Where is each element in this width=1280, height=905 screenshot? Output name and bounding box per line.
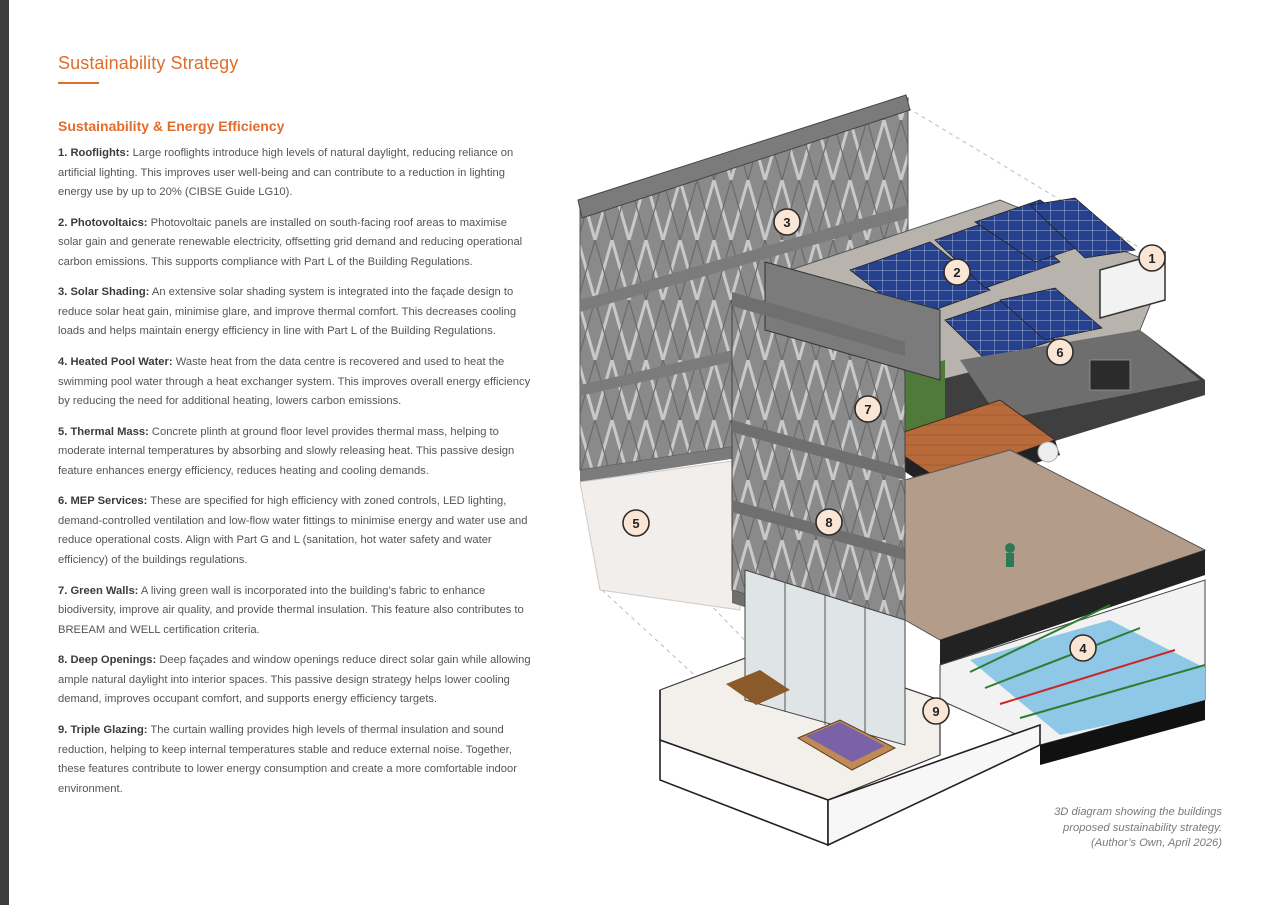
item-label: 6. MEP Services: bbox=[58, 495, 148, 508]
svg-text:1: 1 bbox=[1148, 251, 1155, 266]
marker-7: 7 bbox=[854, 395, 882, 423]
figure-caption: 3D diagram showing the buildings propose… bbox=[1054, 805, 1222, 852]
section-heading: Sustainability & Energy Efficiency bbox=[58, 118, 285, 134]
title-underline bbox=[58, 82, 99, 84]
strategy-item-green-walls: 7. Green Walls: A living green wall is i… bbox=[58, 582, 534, 641]
item-label: 8. Deep Openings: bbox=[58, 654, 157, 667]
caption-line: proposed sustainability strategy. bbox=[1063, 821, 1222, 834]
item-text: Large rooflights introduce high levels o… bbox=[58, 147, 514, 198]
caption-line: 3D diagram showing the buildings bbox=[1054, 806, 1222, 818]
svg-text:7: 7 bbox=[864, 402, 871, 417]
building-3d-diagram: 1 2 3 4 5 6 7 8 9 bbox=[560, 90, 1240, 850]
marker-5: 5 bbox=[622, 509, 650, 537]
svg-text:8: 8 bbox=[825, 515, 832, 530]
item-label: 5. Thermal Mass: bbox=[58, 425, 149, 438]
item-label: 4. Heated Pool Water: bbox=[58, 356, 173, 369]
item-label: 7. Green Walls: bbox=[58, 584, 139, 597]
item-label: 1. Rooflights: bbox=[58, 147, 130, 159]
svg-text:3: 3 bbox=[783, 215, 790, 230]
item-label: 2. Photovoltaics: bbox=[58, 216, 148, 229]
front-tower bbox=[731, 261, 941, 658]
item-text: An extensive solar shading system is int… bbox=[58, 286, 517, 338]
item-text: A living green wall is incorporated into… bbox=[58, 584, 524, 636]
strategy-item-deep-openings: 8. Deep Openings: Deep façades and windo… bbox=[58, 651, 534, 710]
item-text: These are specified for high efficiency … bbox=[58, 495, 528, 566]
strategy-item-solar-shading: 3. Solar Shading: An extensive solar sha… bbox=[58, 283, 534, 342]
marker-1: 1 bbox=[1138, 244, 1166, 272]
marker-3: 3 bbox=[773, 208, 801, 236]
svg-text:9: 9 bbox=[932, 704, 939, 719]
item-text: Deep façades and window openings reduce … bbox=[58, 654, 531, 706]
caption-credit: (Author’s Own, April 2026) bbox=[1091, 837, 1222, 849]
item-text: Concrete plinth at ground floor level pr… bbox=[58, 425, 515, 477]
axonometric-section: 1 2 3 4 5 6 7 8 9 bbox=[577, 94, 1207, 847]
item-label: 3. Solar Shading: bbox=[58, 286, 150, 299]
strategy-item-thermal-mass: 5. Thermal Mass: Concrete plinth at grou… bbox=[58, 423, 534, 482]
item-text: The curtain walling provides high levels… bbox=[58, 724, 517, 795]
strategy-list: 1. Rooflights: Large rooflights introduc… bbox=[58, 144, 534, 804]
pv-array bbox=[999, 287, 1103, 341]
sports-hall bbox=[904, 449, 1207, 665]
strategy-item-mep-services: 6. MEP Services: These are specified for… bbox=[58, 492, 534, 570]
marker-2: 2 bbox=[943, 258, 971, 286]
marker-6: 6 bbox=[1046, 338, 1074, 366]
svg-text:6: 6 bbox=[1056, 345, 1063, 360]
pv-array bbox=[1029, 197, 1136, 259]
strategy-item-photovoltaics: 2. Photovoltaics: Photovoltaic panels ar… bbox=[58, 214, 534, 273]
page-title: Sustainability Strategy bbox=[58, 53, 239, 73]
svg-text:2: 2 bbox=[953, 265, 960, 280]
marker-4: 4 bbox=[1069, 634, 1097, 662]
pool-level bbox=[939, 579, 1206, 765]
svg-text:4: 4 bbox=[1079, 641, 1087, 656]
item-text: Photovoltaic panels are installed on sou… bbox=[58, 216, 523, 268]
page-edge-bar bbox=[0, 0, 9, 905]
svg-text:5: 5 bbox=[632, 516, 639, 531]
strategy-item-triple-glazing: 9. Triple Glazing: The curtain walling p… bbox=[58, 721, 534, 799]
item-text: Waste heat from the data centre is recov… bbox=[58, 356, 531, 408]
strategy-item-heated-pool: 4. Heated Pool Water: Waste heat from th… bbox=[58, 353, 534, 412]
ground-plinth bbox=[659, 569, 1041, 847]
item-label: 9. Triple Glazing: bbox=[58, 724, 148, 736]
marker-9: 9 bbox=[922, 697, 950, 725]
marker-8: 8 bbox=[815, 508, 843, 536]
strategy-item-rooflights: 1. Rooflights: Large rooflights introduc… bbox=[58, 144, 534, 203]
